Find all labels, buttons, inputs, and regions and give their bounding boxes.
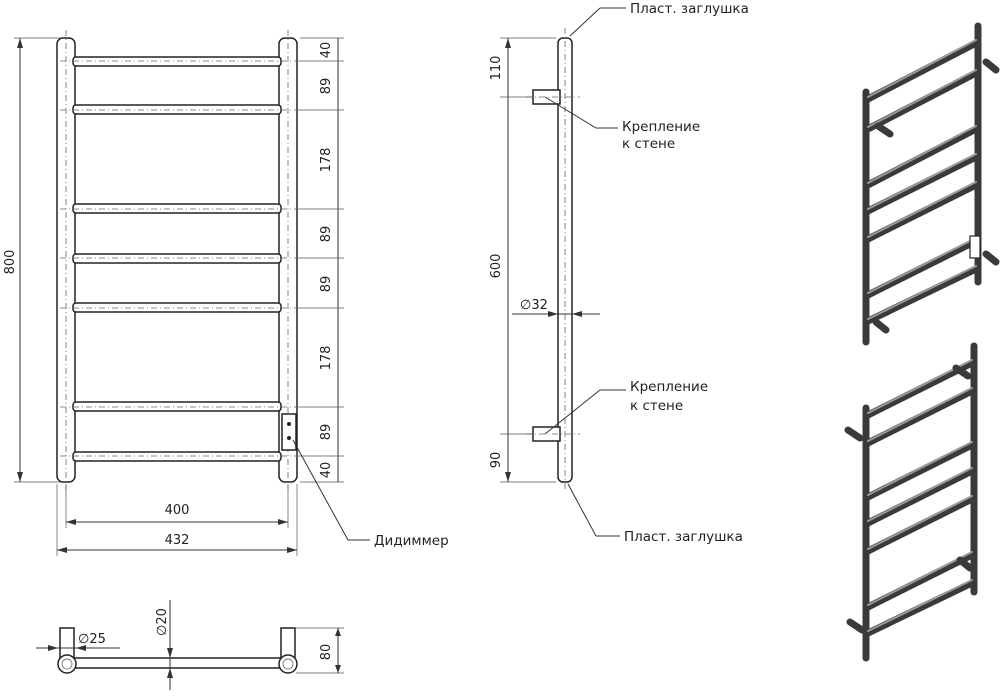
rung xyxy=(72,104,282,115)
top-diameter-pipe: ∅25 xyxy=(78,632,106,647)
render-dimmer xyxy=(969,235,981,259)
dim-seg-3: 178 xyxy=(319,148,334,173)
dim-side-middle: 600 xyxy=(489,254,504,279)
dimmer-label: Дидиммер xyxy=(374,533,449,549)
dim-seg-6: 178 xyxy=(319,346,334,371)
render-front xyxy=(862,22,1000,346)
side-view: 110 600 90 ∅32 Пласт. заглушка Крепление… xyxy=(489,1,749,545)
rung xyxy=(72,401,282,412)
dim-seg-8: 40 xyxy=(319,462,334,479)
side-diameter: ∅32 xyxy=(520,298,548,313)
top-left-pipe-circle xyxy=(57,654,77,674)
dim-seg-1: 40 xyxy=(319,42,334,59)
dim-outer-width: 432 xyxy=(165,533,190,548)
wall-mount-bottom xyxy=(532,426,561,442)
dim-seg-4: 89 xyxy=(319,226,334,243)
top-cap-label: Пласт. заглушка xyxy=(630,1,749,17)
dim-side-top: 110 xyxy=(489,56,504,81)
render-rungs xyxy=(862,38,982,326)
rung xyxy=(72,451,282,462)
bottom-cap-label: Пласт. заглушка xyxy=(624,529,743,545)
top-view: ∅25 ∅20 80 xyxy=(36,600,344,690)
rung xyxy=(72,56,282,67)
dimmer-box xyxy=(281,413,297,451)
dim-seg-2: 89 xyxy=(319,78,334,95)
wall-mount-top xyxy=(532,89,561,105)
render-back xyxy=(844,342,978,662)
rung xyxy=(72,253,282,264)
front-view: 800 40 89 178 89 89 178 89 40 400 432 xyxy=(3,30,449,556)
rung xyxy=(72,302,282,313)
dimmer-dot xyxy=(287,422,291,426)
mount-bottom-label-2: к стене xyxy=(630,398,683,414)
mount-top-label-1: Крепление xyxy=(622,119,700,135)
dim-side-bottom: 90 xyxy=(489,452,504,469)
dimmer-dot xyxy=(287,436,291,440)
rung xyxy=(72,203,282,214)
mount-bottom-label-1: Крепление xyxy=(630,379,708,395)
dim-inner-width: 400 xyxy=(165,503,190,518)
dim-seg-7: 89 xyxy=(319,424,334,441)
top-bar xyxy=(67,657,289,669)
render-rungs-2 xyxy=(862,358,978,638)
rungs xyxy=(72,56,282,462)
top-diameter-bar: ∅20 xyxy=(155,608,170,636)
mount-top-label-2: к стене xyxy=(622,136,675,152)
top-depth: 80 xyxy=(319,644,334,661)
top-right-pipe-circle xyxy=(278,654,298,674)
dim-total-height: 800 xyxy=(3,250,18,275)
dim-seg-5: 89 xyxy=(319,276,334,293)
